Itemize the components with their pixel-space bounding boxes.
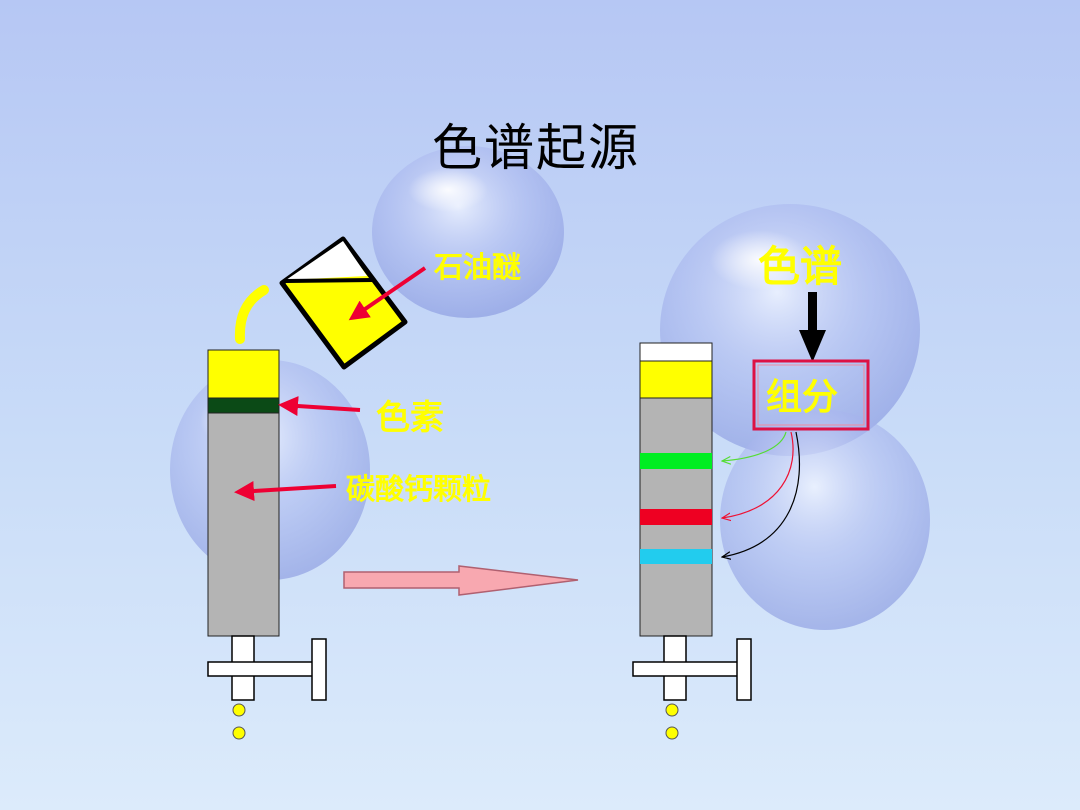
left-column-packing — [207, 412, 280, 637]
components-label: 组分 — [766, 377, 839, 418]
right-column-solvent-layer — [639, 360, 713, 399]
right-column — [639, 342, 713, 637]
left-column — [207, 349, 280, 637]
chromatography-label: 色谱 — [758, 242, 843, 291]
left-stopcock — [207, 635, 327, 701]
solvent-label: 石油醚 — [434, 250, 522, 284]
components-box — [752, 359, 870, 431]
solvent-pointer-arrow — [348, 266, 427, 321]
pigment-pointer-arrow — [278, 396, 361, 417]
left-column-pigment-band — [207, 397, 280, 414]
process-flow-arrow — [343, 565, 579, 596]
particles-label: 碳酸钙颗粒 — [346, 472, 492, 506]
decorative-bubbles — [170, 146, 930, 630]
right-column-empty-top — [639, 342, 713, 362]
components-box-inner — [757, 364, 865, 426]
left-drops — [232, 703, 246, 740]
red-band — [640, 509, 712, 525]
right-stopcock — [632, 635, 752, 701]
solvent-pour-stream — [234, 285, 269, 344]
red-component-arrow — [722, 431, 794, 518]
particles-pointer-arrow — [234, 481, 337, 502]
pigment-label: 色素 — [376, 398, 444, 438]
right-drops — [665, 703, 679, 740]
page-title: 色谱起源 — [432, 119, 640, 177]
black-component-arrow — [722, 431, 800, 557]
green-band — [640, 453, 712, 469]
chromatography-down-arrow — [799, 292, 826, 362]
green-component-arrow — [722, 431, 787, 461]
left-column-solvent-layer — [207, 349, 280, 399]
cyan-band — [640, 549, 712, 564]
solvent-beaker — [279, 236, 408, 370]
